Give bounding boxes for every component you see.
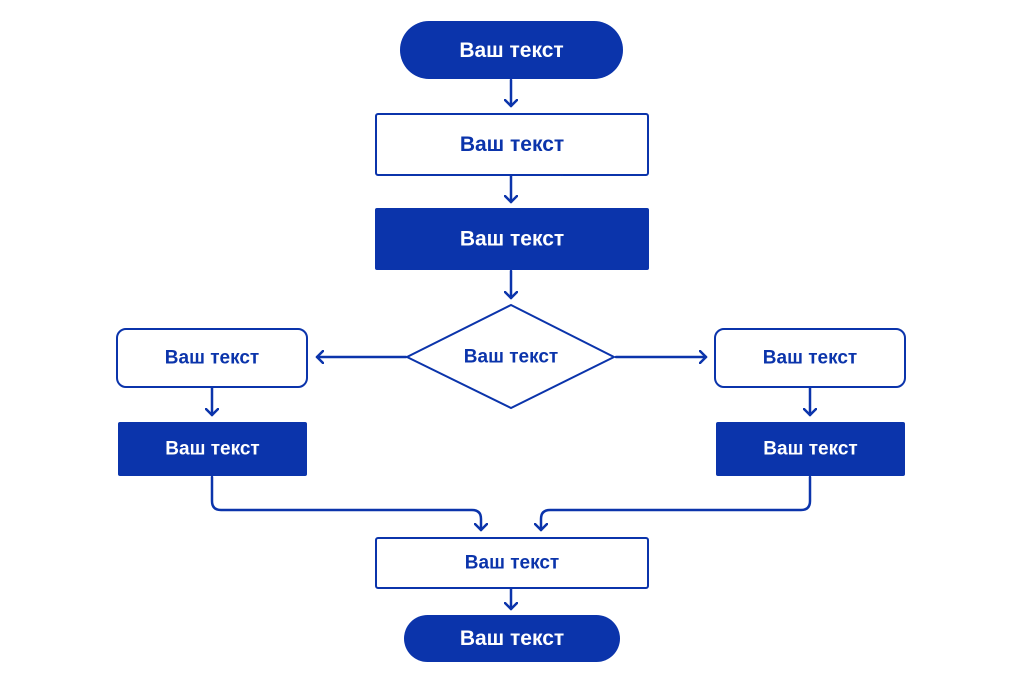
end-node: Ваш текст <box>404 615 620 662</box>
right-branch-node-1-label: Ваш текст <box>763 348 857 369</box>
left-branch-node-1-label: Ваш текст <box>165 348 259 369</box>
start-node-label: Ваш текст <box>459 39 563 62</box>
edge-right-step-2-to-merge-step <box>541 475 812 532</box>
process-node-1-label: Ваш текст <box>460 133 564 156</box>
end-node-label: Ваш текст <box>460 627 564 650</box>
right-branch-node-2: Ваш текст <box>716 422 905 476</box>
start-node: Ваш текст <box>400 21 623 79</box>
right-branch-node-2-label: Ваш текст <box>763 439 857 460</box>
decision-node-label: Ваш текст <box>464 347 558 368</box>
process-node-1: Ваш текст <box>375 113 649 176</box>
edge-left-step-2-to-merge-step <box>210 475 481 532</box>
left-branch-node-2: Ваш текст <box>118 422 307 476</box>
process-node-2-label: Ваш текст <box>460 228 564 251</box>
connectors <box>210 78 812 611</box>
left-branch-node-1: Ваш текст <box>116 328 308 388</box>
merge-node: Ваш текст <box>375 537 649 589</box>
merge-node-label: Ваш текст <box>465 553 559 574</box>
left-branch-node-2-label: Ваш текст <box>165 439 259 460</box>
process-node-2: Ваш текст <box>375 208 649 270</box>
decision-node: Ваш текст <box>404 303 617 410</box>
right-branch-node-1: Ваш текст <box>714 328 906 388</box>
